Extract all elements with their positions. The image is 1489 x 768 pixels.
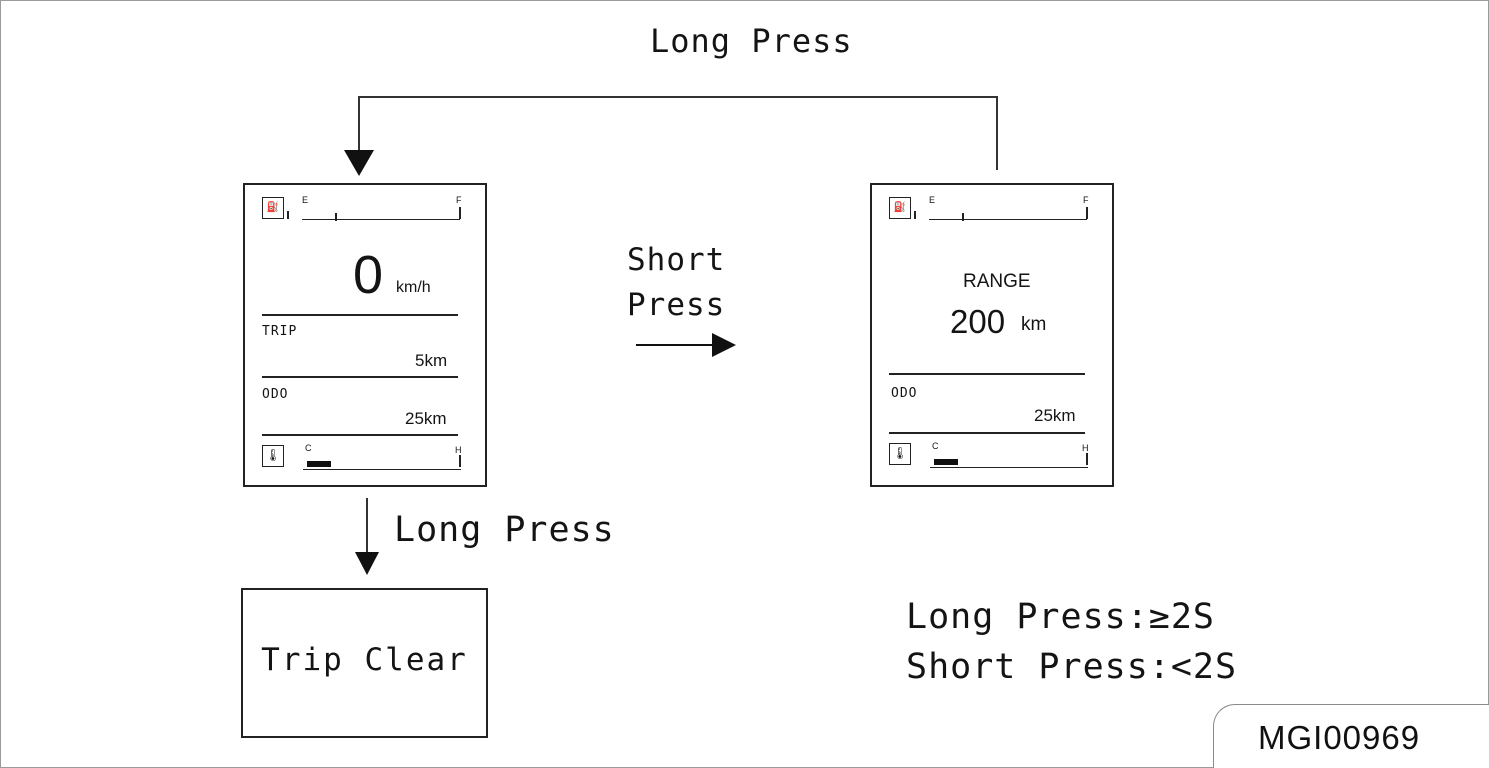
thermometer-icon: 🌡	[889, 443, 911, 465]
trip-screen: ⛽ E F 0 km/h TRIP 5km ODO 25km 🌡 C H	[243, 183, 487, 487]
thermometer-icon: 🌡	[262, 445, 284, 467]
divider	[262, 376, 458, 378]
temp-cold-mark: C	[932, 441, 939, 451]
short-press-arrowhead	[712, 333, 736, 357]
range-unit: km	[1021, 314, 1047, 335]
divider	[889, 432, 1085, 434]
short-press-label-line1: Short	[627, 242, 726, 278]
long-press-down-arrowhead	[355, 552, 379, 575]
trip-clear-text: Trip Clear	[261, 642, 468, 678]
odo-value: 25km	[405, 409, 447, 428]
divider	[262, 314, 458, 316]
odo-value: 25km	[1034, 406, 1076, 425]
temp-fill	[934, 459, 958, 465]
fuel-full-mark: F	[456, 195, 462, 205]
trip-clear-screen: Trip Clear	[241, 588, 488, 738]
short-press-label-line2: Press	[627, 287, 726, 323]
speed-unit: km/h	[396, 279, 431, 296]
temp-gauge	[303, 461, 461, 470]
range-screen: ⛽ E F RANGE 200 km ODO 25km 🌡 C H	[870, 183, 1114, 487]
divider	[262, 434, 458, 436]
reference-code: MGI00969	[1258, 719, 1421, 756]
trip-value: 5km	[415, 351, 448, 370]
fuel-full-mark: F	[1083, 195, 1089, 205]
long-press-top-label: Long Press	[650, 22, 853, 60]
range-value: 200	[950, 303, 1006, 340]
long-press-loop-arrowhead	[344, 150, 374, 176]
fuel-gauge	[929, 211, 1087, 220]
long-press-down-label: Long Press	[394, 510, 615, 550]
reference-badge: MGI00969	[1213, 704, 1489, 768]
range-label: RANGE	[963, 271, 1031, 292]
press-duration-legend: Long Press:≥2S Short Press:<2S	[906, 592, 1237, 692]
temp-gauge	[930, 459, 1088, 468]
temp-hot-mark: H	[1082, 443, 1089, 453]
trip-label: TRIP	[262, 324, 298, 339]
fuel-gauge	[302, 211, 460, 220]
odo-label: ODO	[891, 386, 918, 401]
short-press-label: Short Press	[627, 238, 725, 328]
odo-label: ODO	[262, 387, 289, 402]
temp-hot-mark: H	[455, 445, 462, 455]
long-press-loop-line	[358, 96, 998, 170]
fuel-pump-icon: ⛽	[262, 197, 284, 219]
fuel-empty-mark: E	[929, 195, 936, 205]
legend-long: Long Press:≥2S	[906, 597, 1216, 637]
temp-cold-mark: C	[305, 443, 312, 453]
fuel-pump-icon: ⛽	[889, 197, 911, 219]
divider	[889, 373, 1085, 375]
temp-fill	[307, 461, 331, 467]
legend-short: Short Press:<2S	[906, 647, 1238, 687]
speed-value: 0	[353, 245, 384, 305]
fuel-empty-mark: E	[302, 195, 309, 205]
